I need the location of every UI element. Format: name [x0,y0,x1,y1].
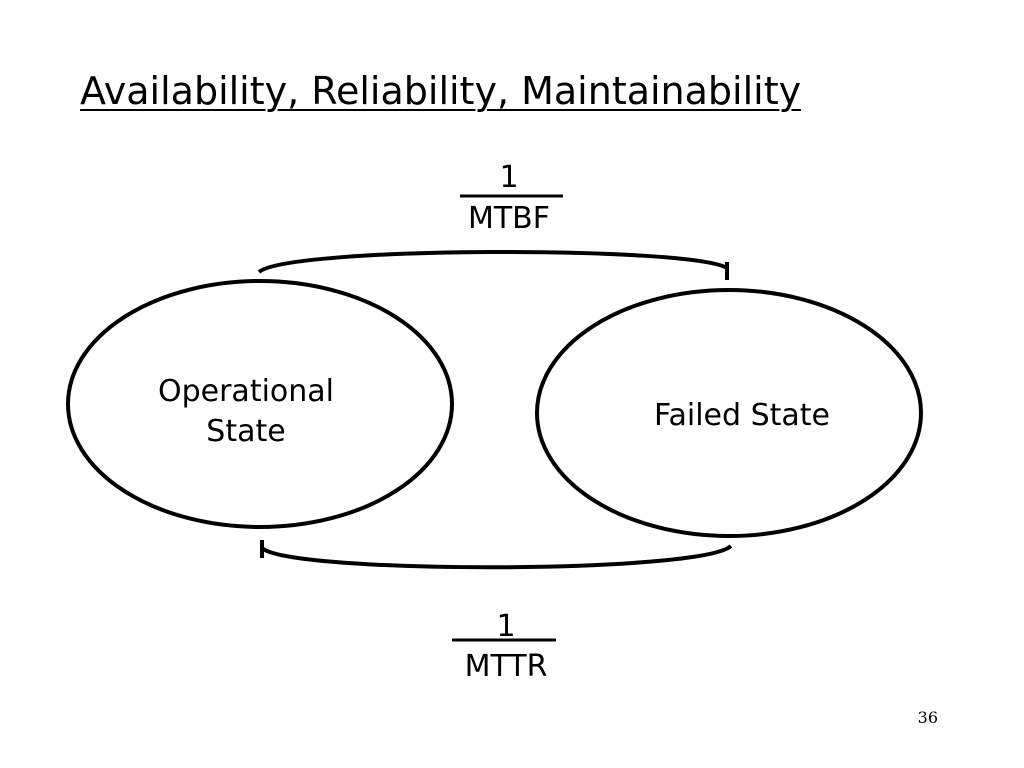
repair-rate-denominator: MTTR [465,649,548,684]
page-number: 36 [917,708,938,727]
operational-state-node: Operational State [66,279,454,529]
failure-rate-fraction: 1 MTBF [460,160,563,236]
operational-state-label-line1: Operational [158,374,334,409]
failure-transition-arrow [257,250,729,280]
operational-state-ellipse [66,279,454,529]
repair-rate-numerator: 1 [496,609,515,644]
failed-state-label: Failed State [654,398,830,433]
repair-arc [260,544,733,570]
failed-state-ellipse [535,288,923,538]
slide-title: Availability, Reliability, Maintainabili… [80,69,802,113]
failure-arc [257,250,729,274]
failure-rate-denominator: MTBF [468,201,550,236]
failed-state-node: Failed State [535,288,923,538]
repair-rate-fraction: 1 MTTR [452,609,556,684]
repair-transition-arrow [260,540,733,570]
failure-rate-numerator: 1 [499,160,518,195]
operational-state-label-line2: State [206,414,285,449]
